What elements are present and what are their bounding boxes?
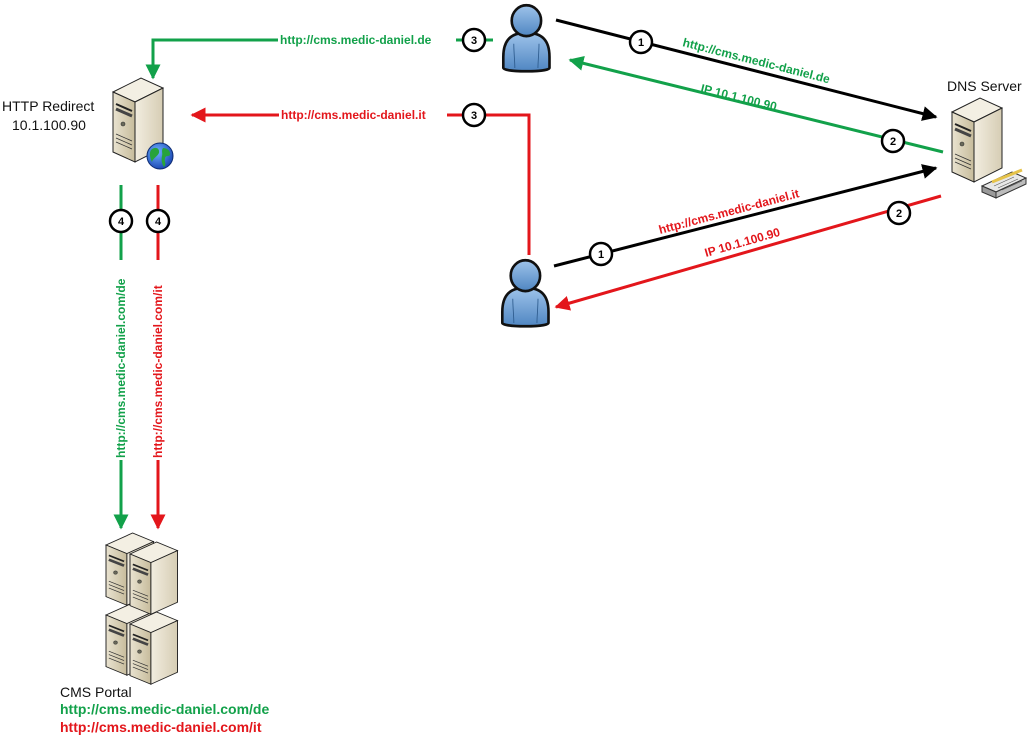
- svg-text:1: 1: [638, 37, 644, 49]
- svg-text:4: 4: [118, 216, 125, 228]
- flow-de-step2-line: [568, 55, 944, 154]
- cms-portal-name: CMS Portal: [60, 684, 132, 700]
- dns-server-name: DNS Server: [947, 78, 1022, 94]
- cms-portal-url-it[interactable]: http://cms.medic-daniel.com/it: [60, 719, 262, 735]
- cms-portal-node[interactable]: CMS Portal http://cms.medic-daniel.com/d…: [60, 531, 269, 735]
- flow-de-step1-label: http://cms.medic-daniel.de: [681, 35, 831, 86]
- step-badge-it-4: 4: [145, 208, 171, 234]
- flow-it-step1-label: http://cms.medic-daniel.it: [657, 186, 800, 236]
- flow-it-step3-label-bg: [279, 107, 447, 123]
- flow-de-step2-label: IP 10.1.100.90: [699, 81, 778, 113]
- http-redirect-ip: 10.1.100.90: [12, 117, 86, 133]
- http-redirect-node[interactable]: HTTP Redirect 10.1.100.90: [2, 76, 174, 170]
- globe-icon: [146, 142, 174, 170]
- flow-de-step4-label: http://cms.medic-daniel.com/de: [114, 278, 128, 458]
- user-icon: [500, 258, 550, 328]
- svg-text:4: 4: [155, 216, 162, 228]
- svg-text:1: 1: [598, 249, 604, 261]
- dns-server-icon: [950, 96, 1028, 199]
- dns-server-node[interactable]: DNS Server: [947, 78, 1028, 199]
- flow-it-step3-label: http://cms.medic-daniel.it: [281, 108, 426, 122]
- flow-it-step4-label: http://cms.medic-daniel.com/it: [151, 285, 165, 458]
- flow-de-step3-label: http://cms.medic-daniel.de: [280, 33, 432, 47]
- svg-text:2: 2: [896, 208, 902, 220]
- server-cluster-icon: [104, 531, 179, 686]
- http-redirect-name: HTTP Redirect: [2, 98, 94, 114]
- user-it-node[interactable]: [500, 258, 550, 328]
- flow-it-step1-line: [553, 164, 938, 268]
- step-badge-it-3: 3: [461, 102, 487, 128]
- network-switch-icon: [980, 168, 1028, 199]
- user-icon: [501, 3, 551, 73]
- flow-it-step4-label-bg: [150, 260, 166, 460]
- step-badge-de-2: 2: [880, 128, 906, 154]
- user-de-node[interactable]: [501, 3, 551, 73]
- flow-de-step3-label-bg: [278, 32, 456, 48]
- flow-it-step2-line: [554, 194, 942, 311]
- step-badge-de-1: 1: [628, 29, 654, 55]
- flow-it-step3-line: [190, 107, 531, 255]
- step-badge-de-3: 3: [461, 27, 487, 53]
- step-badge-it-2: 2: [886, 200, 912, 226]
- flow-de-step4-label-bg: [113, 260, 129, 460]
- svg-text:3: 3: [471, 110, 477, 122]
- step-badge-it-1: 1: [588, 241, 614, 267]
- step-badge-de-4: 4: [108, 208, 134, 234]
- web-server-icon: [111, 76, 174, 170]
- cms-portal-url-de[interactable]: http://cms.medic-daniel.com/de: [60, 701, 269, 717]
- svg-text:2: 2: [890, 136, 896, 148]
- flow-de-step1-line: [555, 18, 938, 121]
- svg-text:3: 3: [471, 35, 477, 47]
